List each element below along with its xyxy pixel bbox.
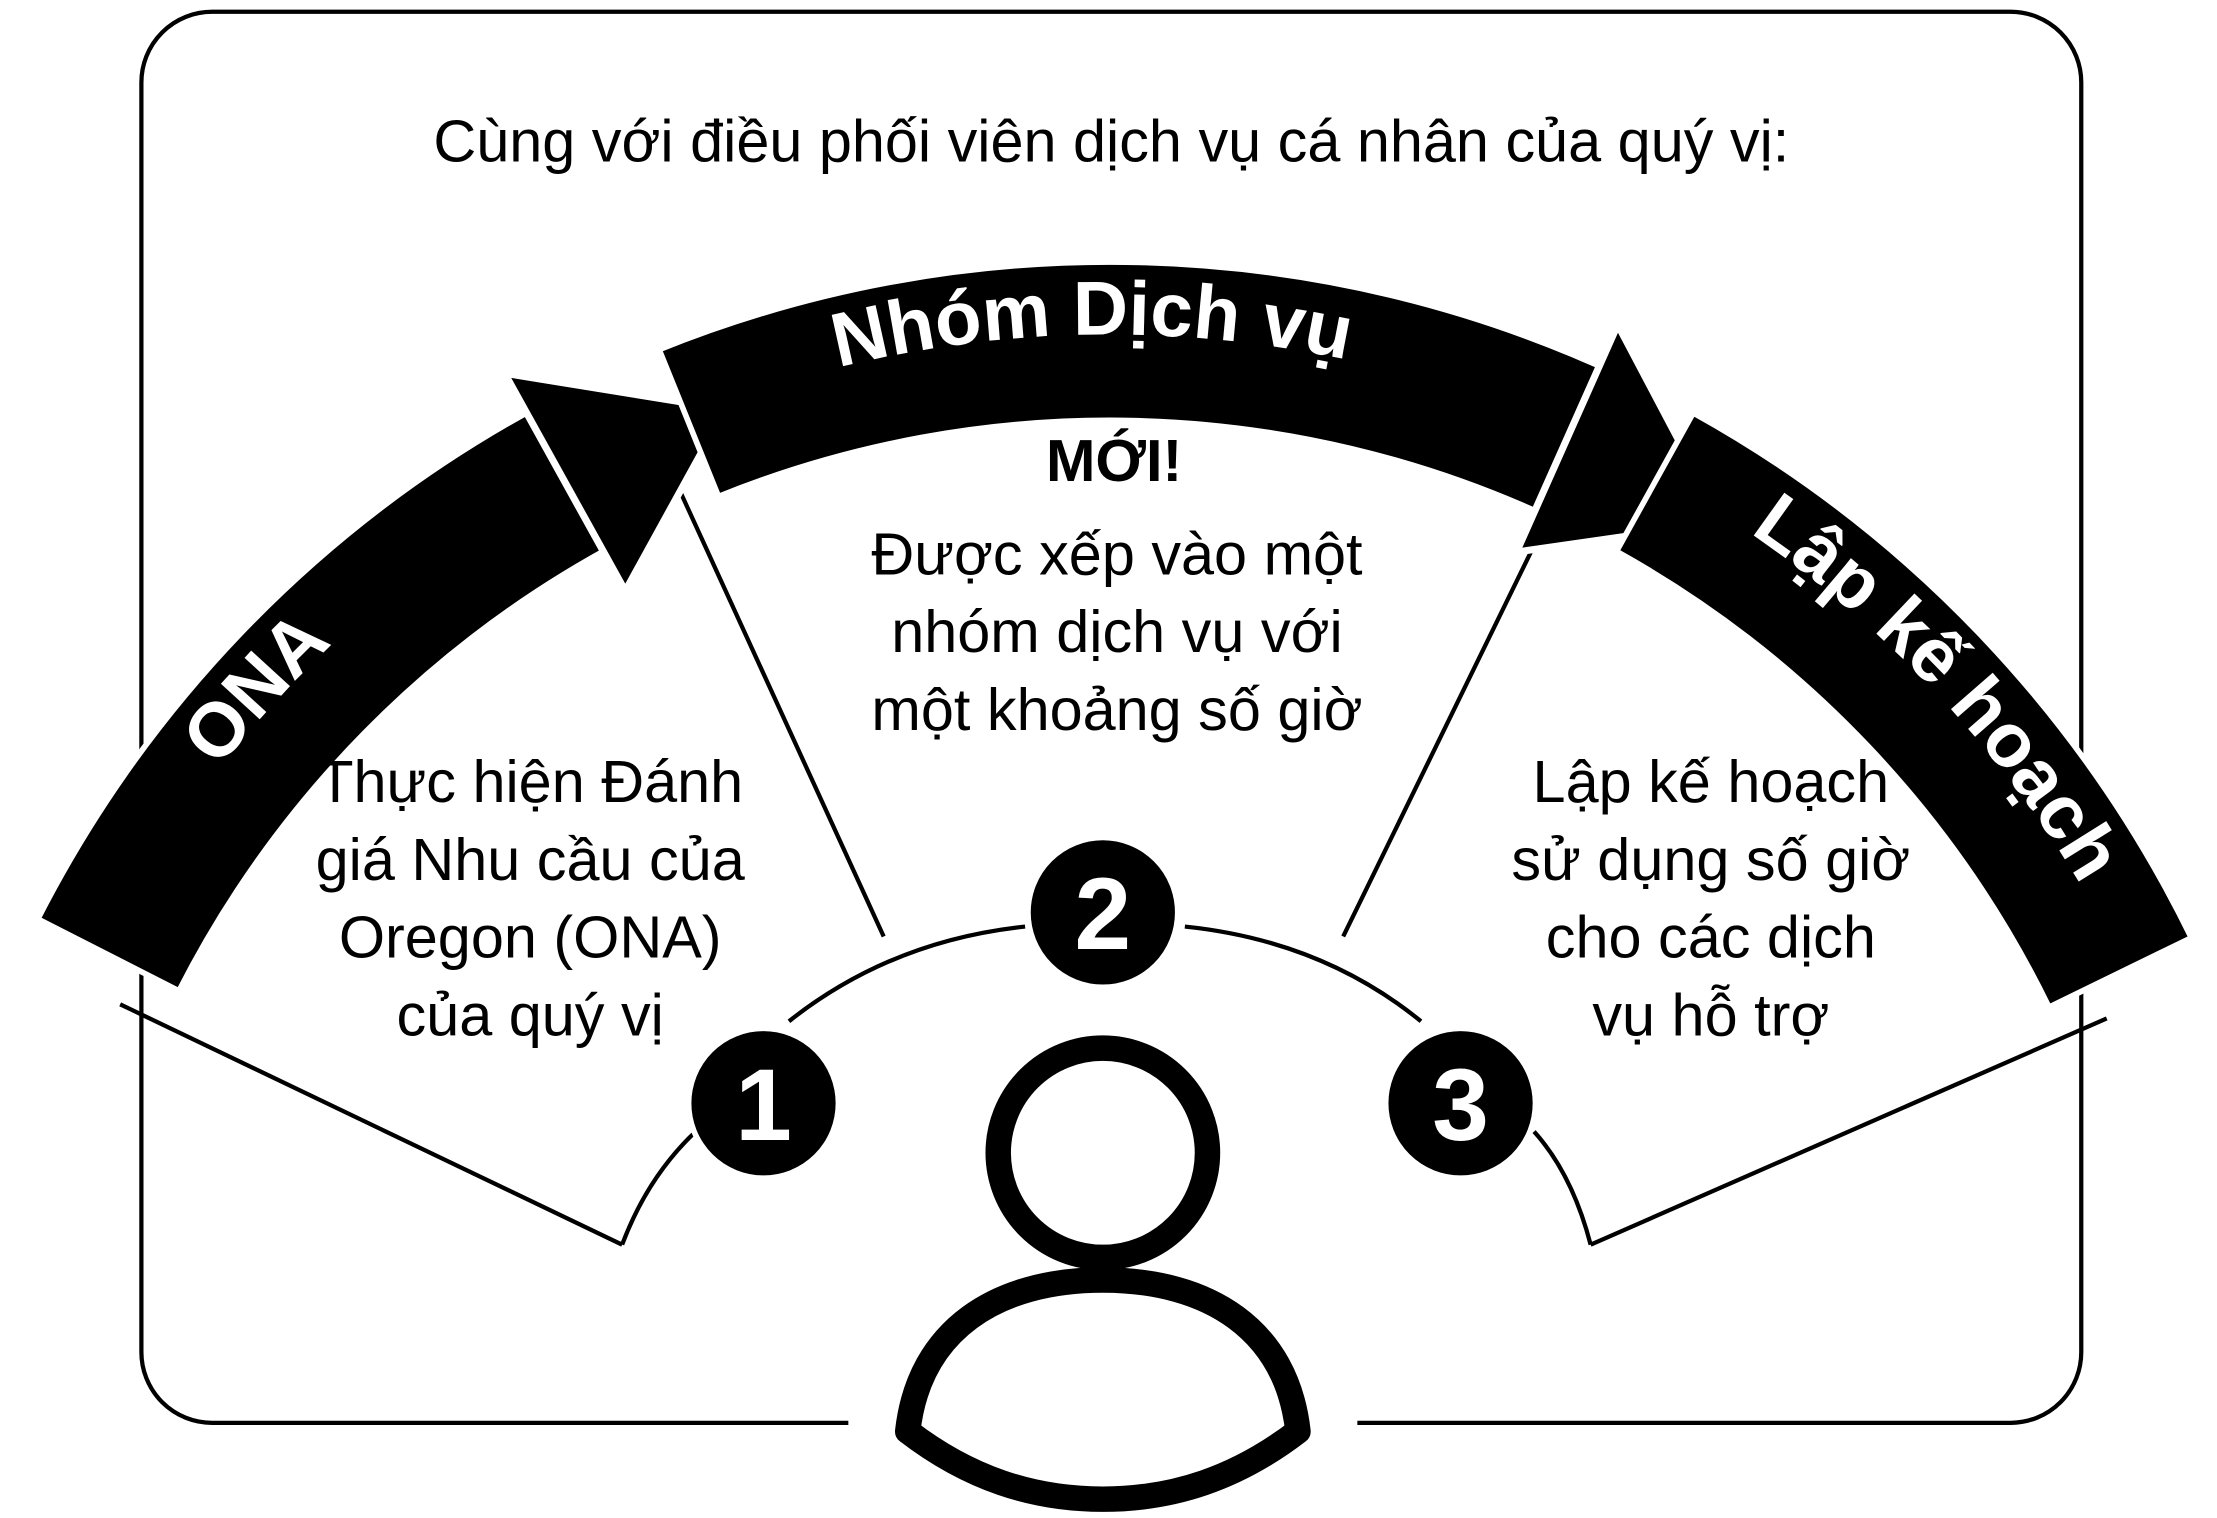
step-3-line: sử dụng số giờ <box>1511 826 1910 893</box>
inner-arc-right <box>1184 924 1423 1023</box>
step-2-line: Được xếp vào một <box>871 520 1363 587</box>
inner-arc-left <box>787 924 1026 1023</box>
step-2-badge: 2 <box>1025 834 1181 991</box>
right-panel-bottom-line <box>1589 1016 2108 1247</box>
right-divider-line <box>1341 515 1551 938</box>
step-1-line: Thực hiện Đánh <box>317 748 743 815</box>
step-1-line: giá Nhu cầu của <box>316 826 746 893</box>
step-1-badge: 1 <box>685 1025 842 1182</box>
band-segment-planning <box>1612 409 2196 1011</box>
step-1-number: 1 <box>735 1048 792 1162</box>
diagram-title: Cùng với điều phối viên dịch vụ cá nhân … <box>433 108 1789 175</box>
step-2-description: MỚI! Được xếp vào một nhóm dịch vụ với m… <box>871 427 1363 743</box>
step-3-badge: 3 <box>1382 1025 1539 1182</box>
fan-lines <box>119 487 2108 1247</box>
arrowhead-1 <box>498 368 731 599</box>
step-2-line: một khoảng số giờ <box>871 676 1362 743</box>
step-3-description: Lập kế hoạch sử dụng số giờ cho các dịch… <box>1511 748 1910 1048</box>
new-badge: MỚI! <box>1046 427 1182 494</box>
process-arrow-band <box>34 259 2196 1011</box>
step-3-line: vụ hỗ trợ <box>1592 981 1829 1048</box>
right-inner-arc <box>1532 1130 1593 1246</box>
step-1-line: Oregon (ONA) <box>339 904 722 971</box>
left-divider-line <box>676 487 886 938</box>
step-3-number: 3 <box>1432 1048 1489 1162</box>
step-2-line: nhóm dịch vụ với <box>891 598 1342 665</box>
step-1-line: của quý vị <box>397 981 664 1048</box>
left-panel-bottom-line <box>119 1002 624 1247</box>
step-3-line: cho các dịch <box>1546 904 1876 971</box>
step-2-number: 2 <box>1075 857 1132 971</box>
left-inner-arc <box>620 1130 698 1246</box>
person-icon <box>848 1035 1358 1512</box>
step-1-description: Thực hiện Đánh giá Nhu cầu của Oregon (O… <box>316 748 746 1048</box>
step-3-line: Lập kế hoạch <box>1533 748 1890 815</box>
